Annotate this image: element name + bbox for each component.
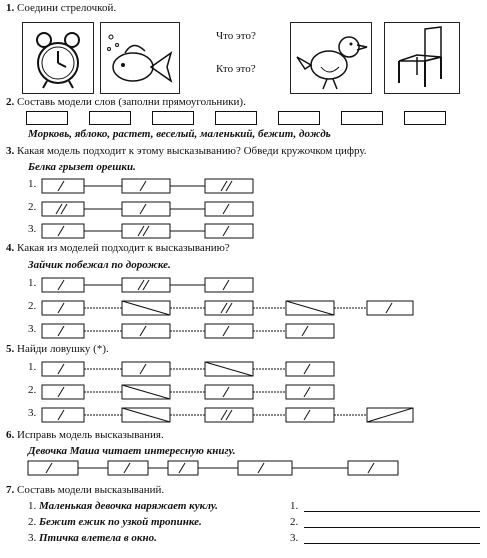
task1-heading: 1. Соедини стрелочкой. (6, 2, 117, 14)
answer-line[interactable] (304, 527, 480, 528)
goldfish-icon (107, 34, 173, 83)
option-number[interactable]: 1. (28, 361, 37, 373)
answer-number: 3. (290, 532, 299, 544)
word-model-box[interactable] (278, 111, 320, 125)
task2-words: Морковь, яблоко, растет, веселый, малень… (28, 128, 331, 140)
word-model-box[interactable] (152, 111, 194, 125)
picture-alarm-clock (22, 22, 94, 94)
model-row (41, 178, 254, 194)
task4-sentence: Зайчик побежал по дорожке. (28, 259, 171, 271)
word-model-box[interactable] (215, 111, 257, 125)
model-row (41, 323, 335, 339)
model-row (41, 277, 254, 293)
model-row (41, 384, 335, 400)
task7-item: 2. Бежит ежик по узкой тропинке. (28, 516, 202, 528)
task4-heading: 4. Какая из моделей подходит к высказыва… (6, 242, 230, 254)
bird-icon (296, 36, 368, 90)
option-number[interactable]: 3. (28, 323, 37, 335)
task3-sentence: Белка грызет орешки. (28, 161, 136, 173)
question-who: Кто это? (216, 63, 256, 75)
option-number[interactable]: 2. (28, 201, 37, 213)
model-row (41, 201, 254, 217)
task6-sentence: Девочка Маша читает интересную книгу. (28, 445, 236, 457)
word-model-box[interactable] (89, 111, 131, 125)
option-number[interactable]: 2. (28, 384, 37, 396)
model-row (41, 407, 414, 423)
task7-item: 3. Птичка влетела в окно. (28, 532, 157, 544)
option-number[interactable]: 1. (28, 277, 37, 289)
picture-chair (384, 22, 460, 94)
task7-heading: 7. Составь модели высказываний. (6, 484, 165, 496)
picture-bird (290, 22, 372, 94)
question-what: Что это? (216, 30, 256, 42)
answer-number: 1. (290, 500, 299, 512)
answer-line[interactable] (304, 543, 480, 544)
word-model-box[interactable] (26, 111, 68, 125)
answer-number: 2. (290, 516, 299, 528)
word-model-box[interactable] (404, 111, 446, 125)
task6-heading: 6. Исправь модель высказывания. (6, 429, 164, 441)
task7-item: 1. Маленькая девочка наряжает куклу. (28, 500, 218, 512)
model-row (41, 223, 254, 239)
word-model-box[interactable] (341, 111, 383, 125)
option-number[interactable]: 3. (28, 223, 37, 235)
chair-icon (398, 26, 442, 87)
model-row (41, 300, 414, 316)
option-number[interactable]: 3. (28, 407, 37, 419)
option-number[interactable]: 2. (28, 300, 37, 312)
answer-line[interactable] (304, 511, 480, 512)
model-row (41, 361, 335, 377)
task2-heading: 2. Составь модели слов (заполни прямоуго… (6, 96, 246, 108)
option-number[interactable]: 1. (28, 178, 37, 190)
picture-goldfish (100, 22, 180, 94)
task5-heading: 5. Найди ловушку (*). (6, 343, 109, 355)
task3-heading: 3. Какая модель подходит к этому высказы… (6, 145, 367, 157)
alarm-clock-icon (36, 32, 80, 89)
